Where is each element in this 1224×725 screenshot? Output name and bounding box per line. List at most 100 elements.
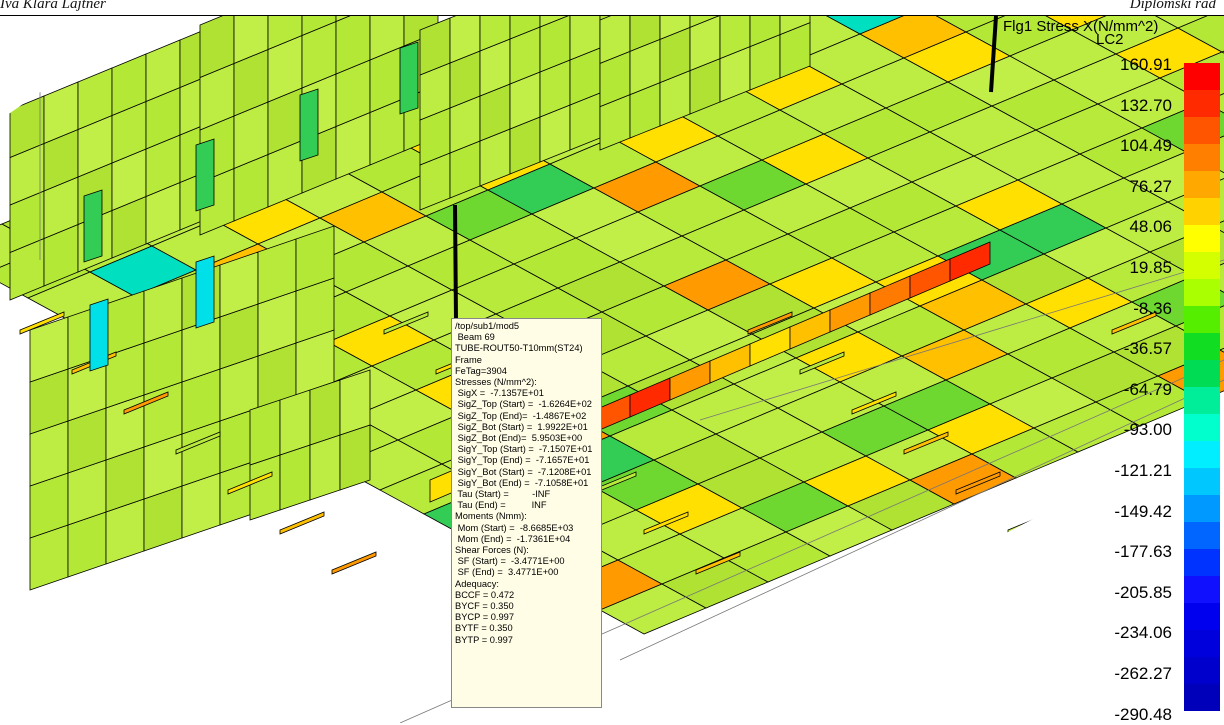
legend-value-label: 76.27 [1129, 176, 1172, 196]
fem-stress-3d-view[interactable] [0, 16, 1224, 723]
color-scale-step [1184, 63, 1220, 90]
tooltip-line: BCCF = 0.472 [455, 589, 515, 600]
bulkhead-element [369, 16, 405, 61]
color-scale-step [1184, 576, 1220, 603]
selected-beam [453, 204, 458, 321]
tooltip-line: SigZ_Bot (Start) = 1.9922E+01 [455, 421, 588, 432]
edge-girder-element [949, 241, 991, 282]
color-scale-step [1184, 522, 1220, 549]
legend-value-label: -36.57 [1123, 339, 1172, 359]
bulkhead-element [249, 399, 281, 466]
legend-value-label: -234.06 [1114, 623, 1172, 643]
tooltip-line: SF (End) = 3.4771E+00 [455, 567, 559, 578]
load-case-label: LC2 [1096, 31, 1124, 48]
empty-background [0, 16, 150, 120]
stiffener-element [799, 351, 845, 375]
bulkhead-element [629, 16, 661, 52]
document-type: Diplomski rad [1129, 0, 1216, 12]
tooltip-line: Adequacy: [455, 578, 499, 589]
bulkhead-element [689, 16, 720, 28]
stiffener-element [279, 511, 325, 535]
tooltip-line: Tau (End) = INF [455, 500, 547, 511]
stiffener-element [695, 551, 741, 575]
legend-title: Flg1 Stress X(N/mm^2) [1003, 18, 1159, 35]
tooltip-line: SigZ_Bot (End)= 5.9503E+00 [455, 433, 583, 444]
tooltip-line: FeTag=3904 [455, 365, 507, 376]
color-scale-step [1184, 657, 1220, 684]
bulkhead-element [339, 369, 371, 436]
tooltip-line: Mom (Start) = -8.6685E+03 [455, 522, 574, 533]
author-name: Iva Klara Lajtner [0, 0, 106, 12]
tooltip-line: SigZ_Top (Start) = -1.6264E+02 [455, 399, 592, 410]
stiffener-element [643, 511, 689, 535]
color-scale-step [1184, 279, 1220, 306]
tooltip-line: BYCP = 0.997 [455, 612, 515, 623]
tooltip-line: /top/sub1/mod5 [455, 321, 520, 331]
bulkhead-element [509, 16, 541, 40]
legend-value-label: 160.91 [1120, 55, 1172, 74]
stiffener-element [175, 431, 221, 455]
reference-line [619, 379, 1224, 661]
legend-value-label: -64.79 [1123, 379, 1172, 399]
stiffener-element [331, 551, 377, 575]
bulkhead-element [309, 434, 341, 501]
color-scale-step [1184, 603, 1220, 630]
pillar-element [89, 298, 109, 372]
legend-value-label: 104.49 [1120, 136, 1172, 156]
deck-plate-element [935, 16, 1006, 33]
tooltip-line: SigY_Bot (End) = -7.1058E+01 [455, 477, 589, 488]
pillar-element [195, 138, 215, 212]
deck-plate-element [826, 16, 904, 35]
color-scale-step [1184, 225, 1220, 252]
color-scale-step [1184, 630, 1220, 657]
stiffener-element [747, 311, 793, 335]
bulkhead-element [295, 225, 335, 292]
stiffener-element [903, 431, 949, 455]
tooltip-line: SigX = -7.1357E+01 [455, 388, 544, 399]
legend-value-label: 19.85 [1129, 258, 1172, 277]
color-scale-step [1184, 171, 1220, 198]
bulkhead-element [659, 16, 691, 40]
tooltip-line: Moments (Nmm): [455, 511, 527, 522]
deck-plate-element [1045, 16, 1107, 31]
tooltip-line: Tau (Start) = -INF [455, 489, 551, 500]
pillar-element [83, 189, 103, 263]
color-scale-step [1184, 387, 1220, 414]
stiffener-element [383, 311, 429, 335]
bulkhead-element [689, 16, 721, 72]
color-scale-step [1184, 549, 1220, 576]
bulkhead-element [719, 16, 751, 60]
stiffener-element [123, 391, 169, 415]
legend-value-label: -177.63 [1114, 542, 1172, 562]
document-header: Iva Klara Lajtner Diplomski rad [0, 0, 1224, 16]
color-scale-step [1184, 144, 1220, 171]
pillar-element [399, 41, 419, 115]
color-scale-step [1184, 90, 1220, 117]
bulkhead-element [335, 16, 371, 75]
tooltip-line: SF (Start) = -3.4771E+00 [455, 556, 565, 567]
legend-value-label: 132.70 [1120, 95, 1172, 115]
tooltip-line: SigY_Top (Start) = -7.1507E+01 [455, 444, 593, 455]
color-scale-step [1184, 117, 1220, 144]
bulkhead-element [279, 389, 311, 456]
tooltip-line: SigY_Bot (Start) = -7.1208E+01 [455, 466, 592, 477]
bulkhead-element [335, 16, 351, 23]
bulkhead-element [249, 454, 281, 521]
bulkhead-element [199, 16, 235, 79]
deck-plate-element [1155, 16, 1208, 29]
bulkhead-element [279, 444, 311, 511]
tooltip-line: TUBE-ROUT50-T10mm(ST24) [455, 343, 583, 354]
bulkhead-element [301, 16, 337, 37]
color-scale-step [1184, 495, 1220, 522]
legend-value-label: -8.36 [1133, 298, 1172, 318]
pillar-element [195, 255, 215, 329]
color-scale-step [1184, 333, 1220, 360]
legend-value-label: -121.21 [1114, 461, 1172, 480]
bulkhead-element [599, 16, 631, 64]
tooltip-line: BYCF = 0.350 [455, 601, 514, 612]
bulkhead-element [267, 16, 303, 51]
stiffener-element [851, 391, 897, 415]
bulkhead-element [539, 16, 571, 73]
bulkhead-element [779, 16, 811, 36]
